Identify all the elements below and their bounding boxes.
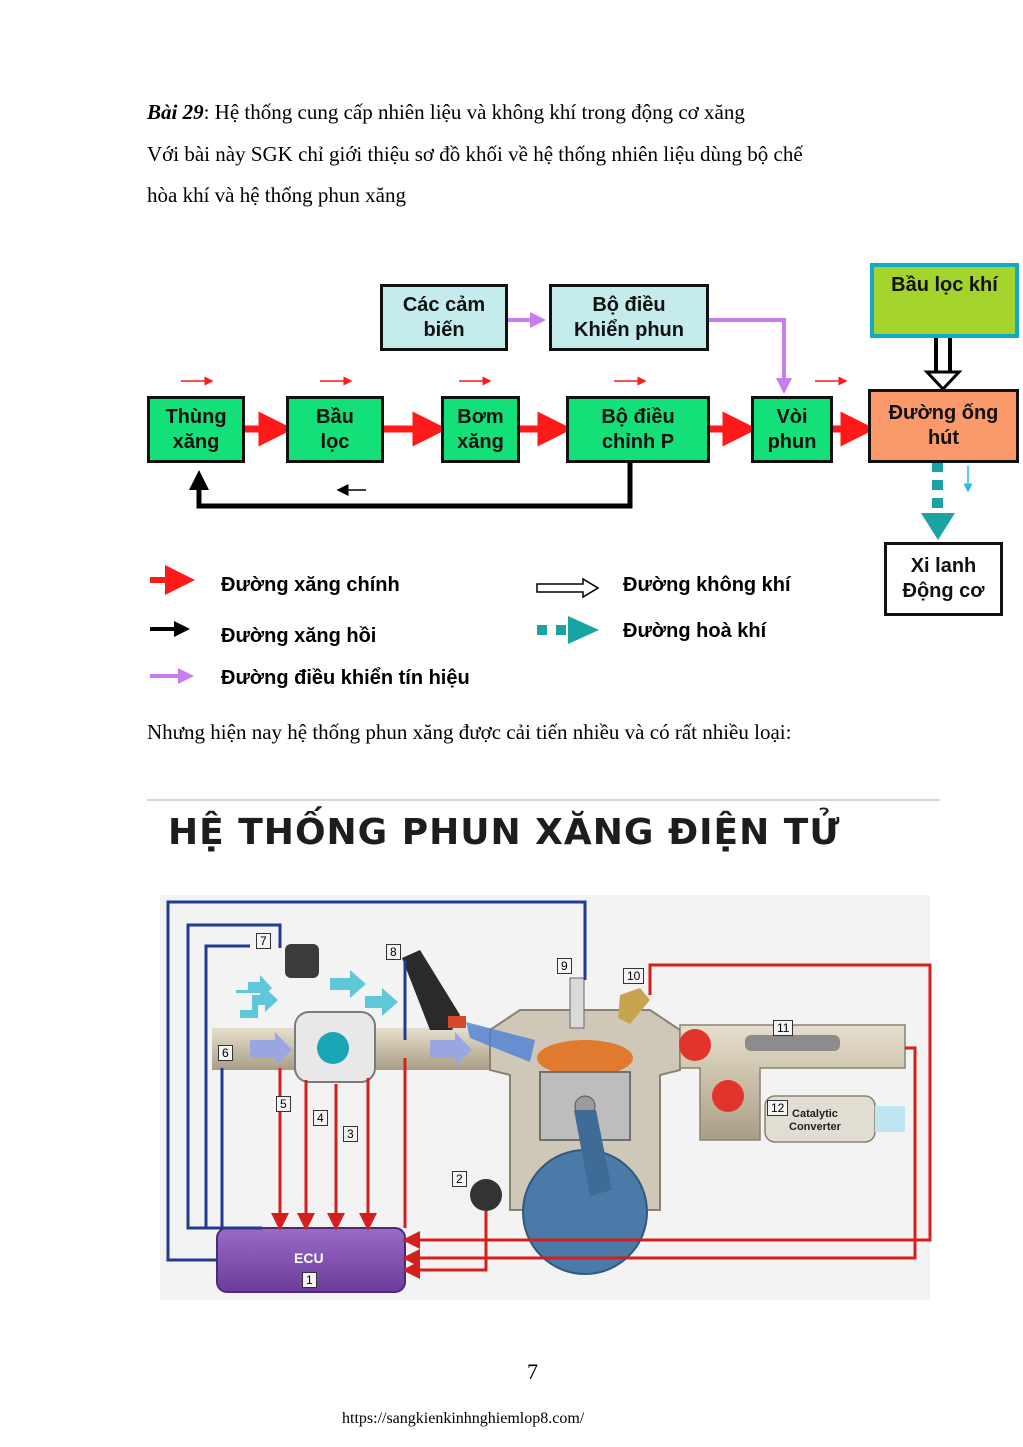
exhaust-gas-1 (679, 1029, 711, 1061)
air-flow-arrows (236, 970, 398, 1018)
callout-11: 11 (773, 1020, 794, 1036)
block-fuel-tank-label: Thùng xăng (165, 405, 227, 453)
callout-12: 12 (767, 1100, 789, 1116)
catalytic-converter-label: Catalytic Converter (789, 1108, 841, 1133)
combustion-flame (537, 1040, 633, 1076)
intro-line-3: hòa khí và hệ thống phun xăng (147, 183, 406, 207)
legend-mixture: Đường hoà khí (623, 620, 767, 642)
callout-8: 8 (386, 944, 401, 960)
legend-mixture-symbol (537, 616, 599, 644)
sensor-wires-navy (166, 900, 587, 1262)
ecu-label: ECU (294, 1250, 324, 1266)
exhaust-gas-2 (712, 1080, 744, 1112)
footer-url[interactable]: https://sangkienkinhnghiemlop8.com/ (342, 1410, 585, 1427)
fuel-injector (402, 950, 460, 1030)
legend-control-signal: Đường điều khiển tín hiệu (221, 667, 470, 689)
crank-position-sensor (470, 1179, 502, 1211)
idle-air-valve (285, 944, 319, 978)
block-fuel-pump-label: Bơm xăng (457, 405, 504, 453)
block-pressure-regulator: Bộ điều chỉnh P (566, 396, 710, 463)
callout-6: 6 (218, 1045, 233, 1061)
legend-main-fuel: Đường xăng chính (221, 574, 400, 596)
exhaust-outlet (875, 1106, 905, 1132)
coolant-sensor (618, 988, 650, 1024)
block-engine-cylinder-label: Xi lanh Động cơ (902, 555, 985, 602)
injector-tip (448, 1016, 466, 1028)
mixture-line-arrow (921, 462, 955, 540)
block-injector: Vòi phun (751, 396, 833, 463)
block-air-filter: Bầu lọc khí (870, 263, 1019, 338)
block-sensors-label: Các cảm biến (402, 293, 486, 341)
block-sensors: Các cảm biến (380, 284, 508, 351)
block-fuel-filter: Bầu lọc (286, 396, 384, 463)
callout-4: 4 (313, 1110, 328, 1126)
block-intake-manifold-label: Đường ống hút (888, 402, 999, 449)
intro-line-2: Với bài này SGK chỉ giới thiệu sơ đồ khố… (147, 142, 803, 166)
block-injector-label: Vòi phun (767, 405, 817, 453)
block-intake-manifold: Đường ống hút (868, 389, 1019, 463)
block-fuel-filter-label: Bầu lọc (316, 405, 354, 453)
connecting-rod (574, 1110, 612, 1196)
legend-return-fuel: Đường xăng hồi (221, 625, 377, 647)
callout-9: 9 (557, 958, 572, 974)
spark-plug (569, 977, 585, 1029)
fuel-spray (466, 1022, 535, 1062)
callout-1: 1 (302, 1272, 317, 1288)
throttle-sensor (317, 1032, 349, 1064)
block-fuel-tank: Thùng xăng (147, 396, 245, 463)
block-air-filter-label: Bầu lọc khí (891, 274, 998, 296)
sensor-wires-red (271, 963, 932, 1279)
block-engine-cylinder: Xi lanh Động cơ (884, 542, 1003, 616)
block-injection-controller-label: Bộ điều Khiển phun (574, 293, 684, 341)
lesson-heading: Bài 29: Hệ thống cung cấp nhiên liệu và … (147, 98, 745, 126)
block-fuel-pump: Bơm xăng (441, 396, 520, 463)
callout-10: 10 (623, 968, 645, 984)
callout-5: 5 (276, 1096, 291, 1112)
legend-air-symbol (536, 577, 600, 599)
callout-7: 7 (256, 933, 271, 949)
exhaust-pipe (679, 1024, 906, 1141)
legend-air: Đường không khí (623, 574, 791, 596)
block-injection-controller: Bộ điều Khiển phun (549, 284, 709, 351)
callout-3: 3 (343, 1126, 358, 1142)
return-fuel-line (189, 462, 633, 509)
photo-title: HỆ THỐNG PHUN XĂNG ĐIỆN TỬ (168, 812, 841, 853)
air-line-arrow (923, 336, 963, 392)
intro-line-4: Nhưng hiện nay hệ thống phun xăng được c… (147, 720, 792, 744)
page-number: 7 (527, 1359, 538, 1384)
intake-flow-arrows (250, 1032, 472, 1066)
signal-controller-to-injector (708, 318, 792, 394)
lesson-title: : Hệ thống cung cấp nhiên liệu và không … (203, 100, 745, 124)
block-pressure-regulator-label: Bộ điều chỉnh P (601, 405, 675, 453)
lesson-label: Bài 29 (147, 100, 204, 124)
oxygen-sensor (745, 1035, 840, 1051)
fuel-system-diagram (150, 306, 973, 684)
callout-2: 2 (452, 1171, 467, 1187)
